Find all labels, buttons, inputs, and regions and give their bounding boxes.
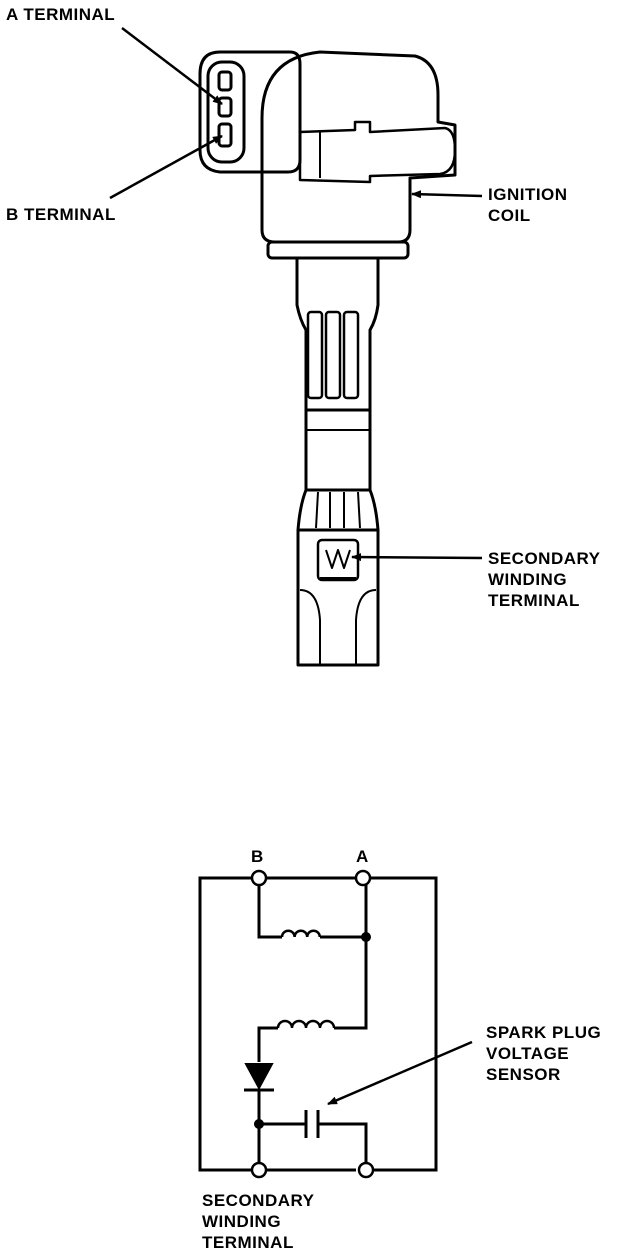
node-b	[250, 869, 268, 887]
coil-flange	[266, 240, 410, 260]
connector-pin-1	[217, 70, 233, 92]
node-bottom-left	[250, 1161, 268, 1179]
secondary-terminal-bottom-line-2: WINDING	[202, 1212, 282, 1231]
ignition-coil-drawing	[198, 50, 457, 667]
secondary-winding-wires	[257, 937, 368, 1062]
spark-sensor-label: SPARK PLUG VOLTAGE SENSOR	[486, 1022, 601, 1085]
a-terminal-leader	[121, 27, 223, 105]
secondary-terminal-bottom-line-3: TERMINAL	[202, 1233, 294, 1252]
secondary-winding-coil	[276, 1019, 336, 1029]
node-a-label: A	[356, 847, 369, 866]
a-terminal-label: A TERMINAL	[6, 5, 116, 24]
secondary-terminal-label-bottom: SECONDARY WINDING TERMINAL	[202, 1190, 315, 1253]
boot-slot-1	[306, 310, 324, 400]
mounting-tab	[298, 120, 457, 184]
ignition-coil-label: IGNITION COIL	[488, 184, 568, 226]
junction-dot-2	[254, 1119, 264, 1129]
spark-sensor-line-3: SENSOR	[486, 1065, 561, 1084]
b-terminal-label: B TERMINAL	[6, 205, 116, 224]
secondary-terminal-top-line-2: WINDING	[488, 570, 568, 589]
coil-boot-taper	[296, 489, 380, 532]
secondary-terminal-spring	[325, 549, 351, 569]
diode-symbol	[244, 1063, 274, 1091]
boot-slot-2	[324, 310, 342, 400]
secondary-terminal-housing	[316, 538, 360, 582]
node-bottom-right	[357, 1161, 375, 1179]
coil-boot-middle	[304, 410, 372, 492]
secondary-terminal-top-line-3: TERMINAL	[488, 591, 580, 610]
connector-socket	[206, 60, 246, 164]
spark-sensor-line-2: VOLTAGE	[486, 1044, 570, 1063]
b-terminal-leader	[109, 134, 223, 200]
coil-boot-upper	[295, 258, 380, 412]
secondary-terminal-label-top: SECONDARY WINDING TERMINAL	[488, 548, 601, 611]
ignition-coil-label-line-2: COIL	[488, 206, 531, 225]
node-a	[354, 869, 372, 887]
coil-schematic	[198, 869, 438, 1179]
secondary-terminal-top-line-1: SECONDARY	[488, 549, 601, 568]
secondary-terminal-leader	[351, 553, 483, 562]
connector-housing	[198, 50, 302, 174]
junction-dot-1	[361, 932, 371, 942]
top-leaders	[109, 27, 483, 562]
connector-pin-2	[217, 96, 233, 118]
spark-sensor-leader	[327, 1040, 473, 1106]
schematic-outer-loop	[198, 876, 438, 1172]
capacitor-wires	[259, 1122, 368, 1163]
node-b-label: B	[251, 847, 264, 866]
coil-head	[260, 50, 457, 244]
boot-slot-3	[342, 310, 360, 400]
ignition-coil-label-line-1: IGNITION	[488, 185, 568, 204]
primary-winding-coil	[280, 929, 322, 938]
connector-pin-3	[217, 122, 233, 148]
secondary-terminal-bottom-line-1: SECONDARY	[202, 1191, 315, 1210]
coil-boot-lower	[296, 530, 380, 667]
ignition-coil-leader	[411, 190, 483, 199]
primary-winding-wires	[257, 885, 368, 939]
spark-sensor-line-1: SPARK PLUG	[486, 1023, 602, 1042]
